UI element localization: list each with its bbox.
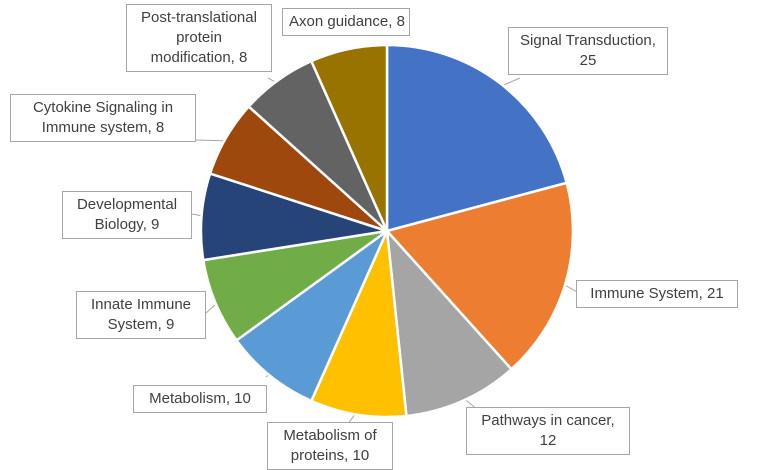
data-label-developmental-biology: Developmental Biology, 9 <box>62 191 192 239</box>
pie-slice-pathways-in-cancer <box>385 229 513 418</box>
data-label-cytokine-signaling: Cytokine Signaling in Immune system, 8 <box>10 94 196 142</box>
data-label-innate-immune-system: Innate Immune System, 9 <box>76 291 206 339</box>
pie-slice-immune-system <box>385 181 575 371</box>
data-label-metabolism-of-proteins: Metabolism of proteins, 10 <box>267 422 393 470</box>
data-label-immune-system: Immune System, 21 <box>576 280 738 308</box>
data-label-axon-guidance: Axon guidance, 8 <box>282 8 410 36</box>
pie-slice-axon-guidance <box>310 43 389 233</box>
data-label-post-translational: Post-translational protein modification,… <box>126 4 272 72</box>
pie-slices <box>199 43 575 419</box>
pie-slice-metabolism <box>235 229 389 403</box>
pie-slice-metabolism-of-proteins <box>310 229 408 419</box>
data-label-metabolism: Metabolism, 10 <box>133 385 267 413</box>
data-label-pathways-in-cancer: Pathways in cancer, 12 <box>466 407 630 455</box>
data-label-signal-transduction: Signal Transduction, 25 <box>508 27 668 75</box>
pie-slice-signal-transduction <box>385 43 568 233</box>
